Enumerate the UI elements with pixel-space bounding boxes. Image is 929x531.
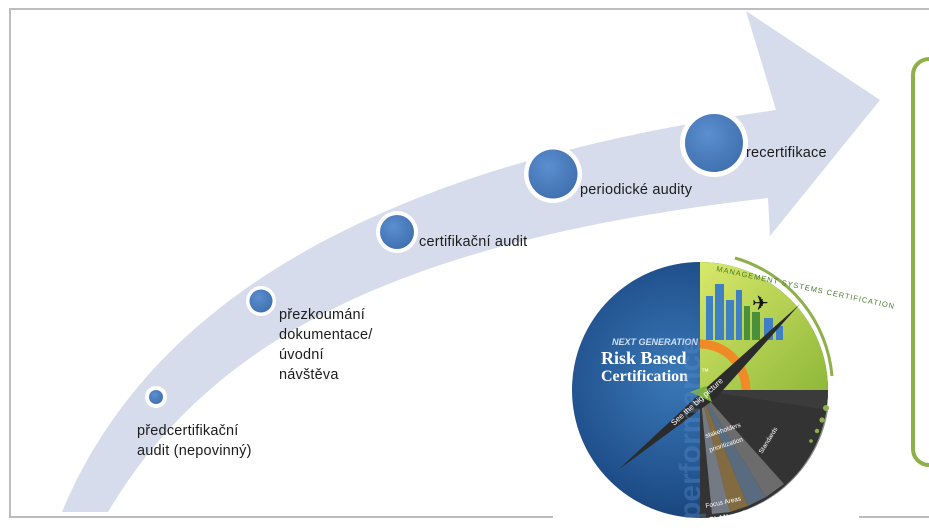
stage-dot-periodic xyxy=(524,145,582,203)
svg-text:✈: ✈ xyxy=(752,291,769,315)
green-note-box xyxy=(911,57,929,467)
stage-label-precert: předcertifikační audit (nepovinný) xyxy=(137,423,252,459)
stage-dot-recert xyxy=(680,109,748,177)
stage-dot-cert-audit xyxy=(376,211,418,253)
diagram-frame xyxy=(9,8,929,518)
stage-label-recert: recertifikace xyxy=(746,145,827,161)
progress-arrow xyxy=(62,11,880,512)
emblem-watermark: performance xyxy=(674,338,707,520)
stage-label-review: přezkoumání dokumentace/ úvodní návštěva xyxy=(279,307,373,383)
stage-label-periodic: periodické audity xyxy=(580,182,693,198)
emblem-kicker: NEXT GENERATION xyxy=(612,337,698,347)
emblem-cycle-do: DO xyxy=(736,509,749,520)
stage-dot-review xyxy=(246,286,276,316)
rbc-emblem-logo: ✈ NEXT GENERATION Risk Based Certificati… xyxy=(560,250,896,530)
emblem-title-line1: Risk Based xyxy=(601,348,687,368)
stage-label-cert-audit: certifikační audit xyxy=(419,234,528,250)
emblem-title-line2: Certification xyxy=(601,368,688,385)
stage-dot-precert xyxy=(145,386,167,408)
emblem-trademark: ™ xyxy=(701,367,709,376)
emblem-cycle-plan: PLAN xyxy=(709,514,729,524)
